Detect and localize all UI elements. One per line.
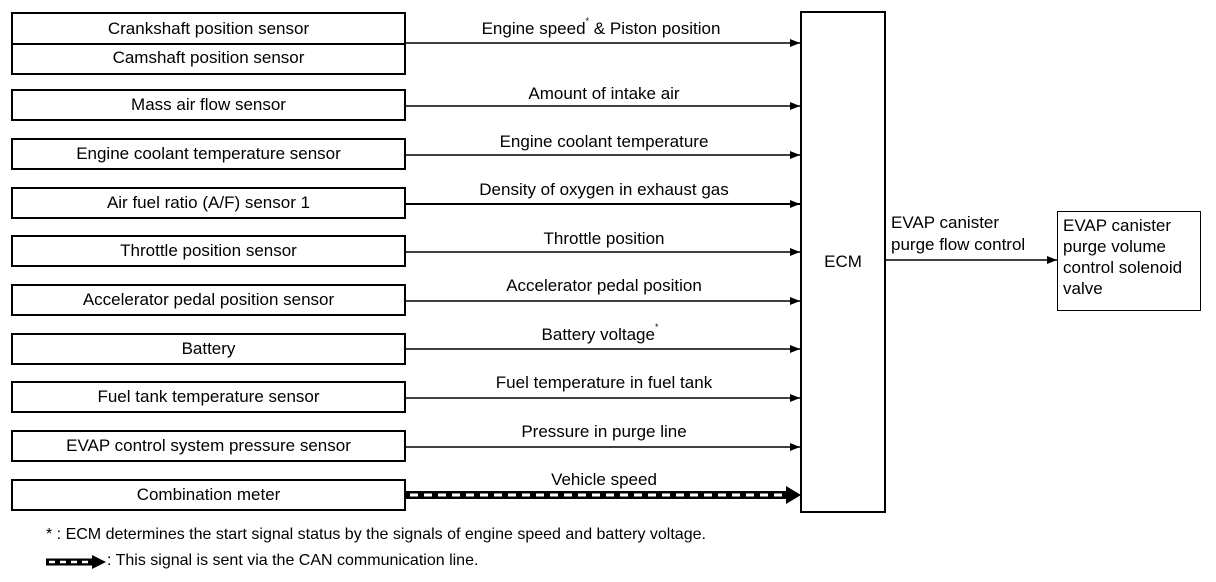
sensor-box-fuel-tank: Fuel tank temperature sensor <box>11 381 406 413</box>
actuator-line-4: valve <box>1063 279 1103 298</box>
sensor-box-crank-cam: Crankshaft position sensor Camshaft posi… <box>11 12 406 75</box>
signal-label-vehicle-speed: Vehicle speed <box>551 470 657 489</box>
signal-label-engine-speed-text: Engine speed <box>481 19 586 38</box>
sensor-box-accel: Accelerator pedal position sensor <box>11 284 406 316</box>
legend-can-arrow <box>46 555 106 569</box>
battery-voltage-asterisk: * <box>654 322 659 332</box>
signal-label-intake-air: Amount of intake air <box>528 84 680 103</box>
signal-label-oxygen: Density of oxygen in exhaust gas <box>479 180 729 199</box>
sensor-label-throttle: Throttle position sensor <box>120 241 297 260</box>
sensor-label-evap-pressure: EVAP control system pressure sensor <box>66 436 351 455</box>
signal-label-battery-voltage: Battery voltage* <box>541 322 659 345</box>
actuator-line-2: purge volume <box>1063 237 1167 256</box>
sensor-label-fuel-tank: Fuel tank temperature sensor <box>97 387 320 406</box>
sensor-label-camshaft: Camshaft position sensor <box>112 47 305 67</box>
sensor-label-ect: Engine coolant temperature sensor <box>76 144 341 163</box>
signal-label-battery-voltage-text: Battery voltage <box>541 325 655 344</box>
sensor-box-combo: Combination meter <box>11 479 406 511</box>
sensor-label-af: Air fuel ratio (A/F) sensor 1 <box>106 193 311 212</box>
sensor-box-af: Air fuel ratio (A/F) sensor 1 <box>11 187 406 219</box>
actuator-line-3: control solenoid <box>1063 258 1183 277</box>
signal-label-purge-pressure: Pressure in purge line <box>521 422 687 441</box>
sensor-box-ect: Engine coolant temperature sensor <box>11 138 406 170</box>
signal-label-piston-text: & Piston position <box>589 19 721 38</box>
can-arrow-vehicle-speed <box>406 486 801 504</box>
output-signal-line-1: EVAP canister <box>891 213 1000 232</box>
footnote-can: : This signal is sent via the CAN commun… <box>107 552 479 569</box>
actuator-line-1: EVAP canister <box>1063 216 1172 235</box>
sensor-box-maf: Mass air flow sensor <box>11 89 406 121</box>
signal-label-engine-speed: Engine speed* & Piston position <box>481 16 721 39</box>
ecm-box: ECM <box>800 11 886 513</box>
signal-label-coolant-temp: Engine coolant temperature <box>499 132 709 151</box>
sensor-box-battery: Battery <box>11 333 406 365</box>
output-signal-label: EVAP canister purge flow control <box>891 212 1025 256</box>
signal-label-throttle: Throttle position <box>543 229 665 248</box>
sensor-label-maf: Mass air flow sensor <box>131 95 286 114</box>
actuator-box: EVAP canister purge volume control solen… <box>1057 211 1201 311</box>
sensor-label-accel: Accelerator pedal position sensor <box>82 290 335 309</box>
ecm-label: ECM <box>824 252 862 271</box>
engine-speed-asterisk: * <box>585 16 590 26</box>
footnote-asterisk: * : ECM determines the start signal stat… <box>46 526 706 543</box>
sensor-box-throttle: Throttle position sensor <box>11 235 406 267</box>
sensor-box-evap-pressure: EVAP control system pressure sensor <box>11 430 406 462</box>
output-signal-line-2: purge flow control <box>891 235 1026 254</box>
signal-label-fuel-temp: Fuel temperature in fuel tank <box>495 373 713 392</box>
sensor-label-crankshaft: Crankshaft position sensor <box>107 19 310 39</box>
sensor-label-combo: Combination meter <box>136 485 281 504</box>
signal-label-accel: Accelerator pedal position <box>506 276 702 295</box>
sensor-divider <box>13 43 404 45</box>
sensor-label-battery: Battery <box>181 339 236 358</box>
